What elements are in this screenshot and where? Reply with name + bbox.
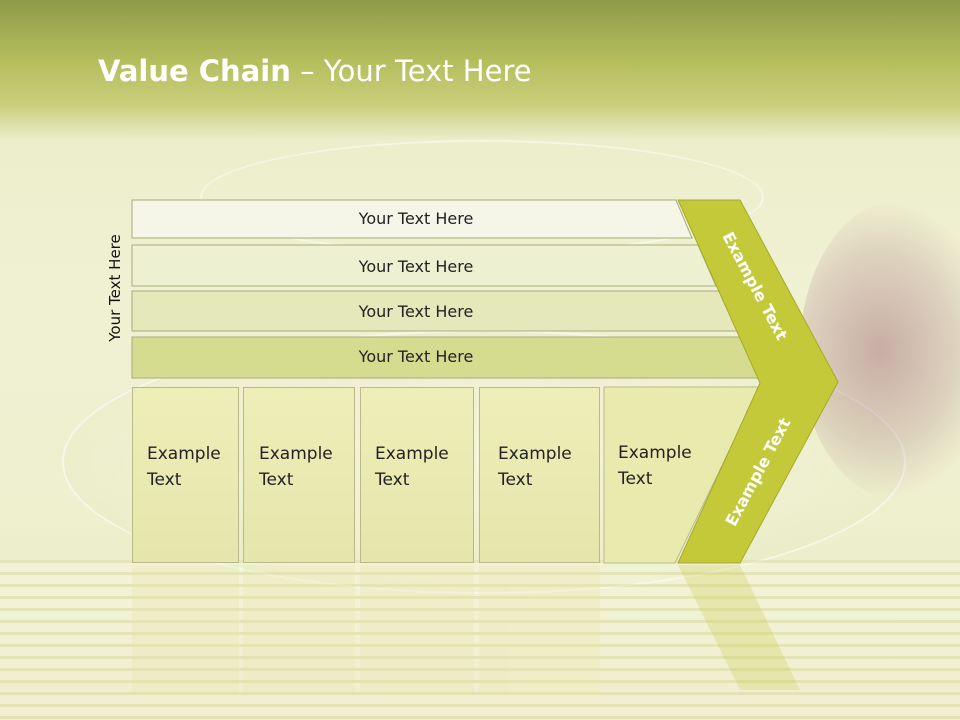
cell-3-line2: Text — [375, 470, 410, 490]
row-1-label: Your Text Here — [358, 209, 474, 228]
title-bold: Value Chain — [98, 54, 291, 88]
cell-1-line1: Example — [147, 444, 221, 464]
cell-2-line1: Example — [259, 444, 333, 464]
row-1-bar — [131, 199, 693, 239]
slide-title: Value Chain – Your Text Here — [98, 54, 532, 88]
cell-1-line2: Text — [147, 470, 182, 490]
chevron-shape — [677, 199, 839, 564]
chevron-reflection — [678, 565, 800, 690]
background-mat — [0, 560, 960, 720]
row-2-label: Your Text Here — [358, 257, 474, 276]
cell-2-line2: Text — [259, 470, 294, 490]
cell-4-line1: Example — [498, 444, 572, 464]
cell-5-line2: Text — [618, 469, 653, 489]
background-flower — [800, 200, 960, 500]
row-4-label: Your Text Here — [358, 347, 474, 366]
title-rest: – Your Text Here — [290, 54, 532, 88]
cell-5-line1: Example — [618, 443, 692, 463]
cell-3-line1: Example — [375, 444, 449, 464]
header-band — [0, 0, 960, 140]
row-3-label: Your Text Here — [358, 302, 474, 321]
cell-5-box — [603, 386, 761, 564]
cell-4-line2: Text — [498, 470, 533, 490]
